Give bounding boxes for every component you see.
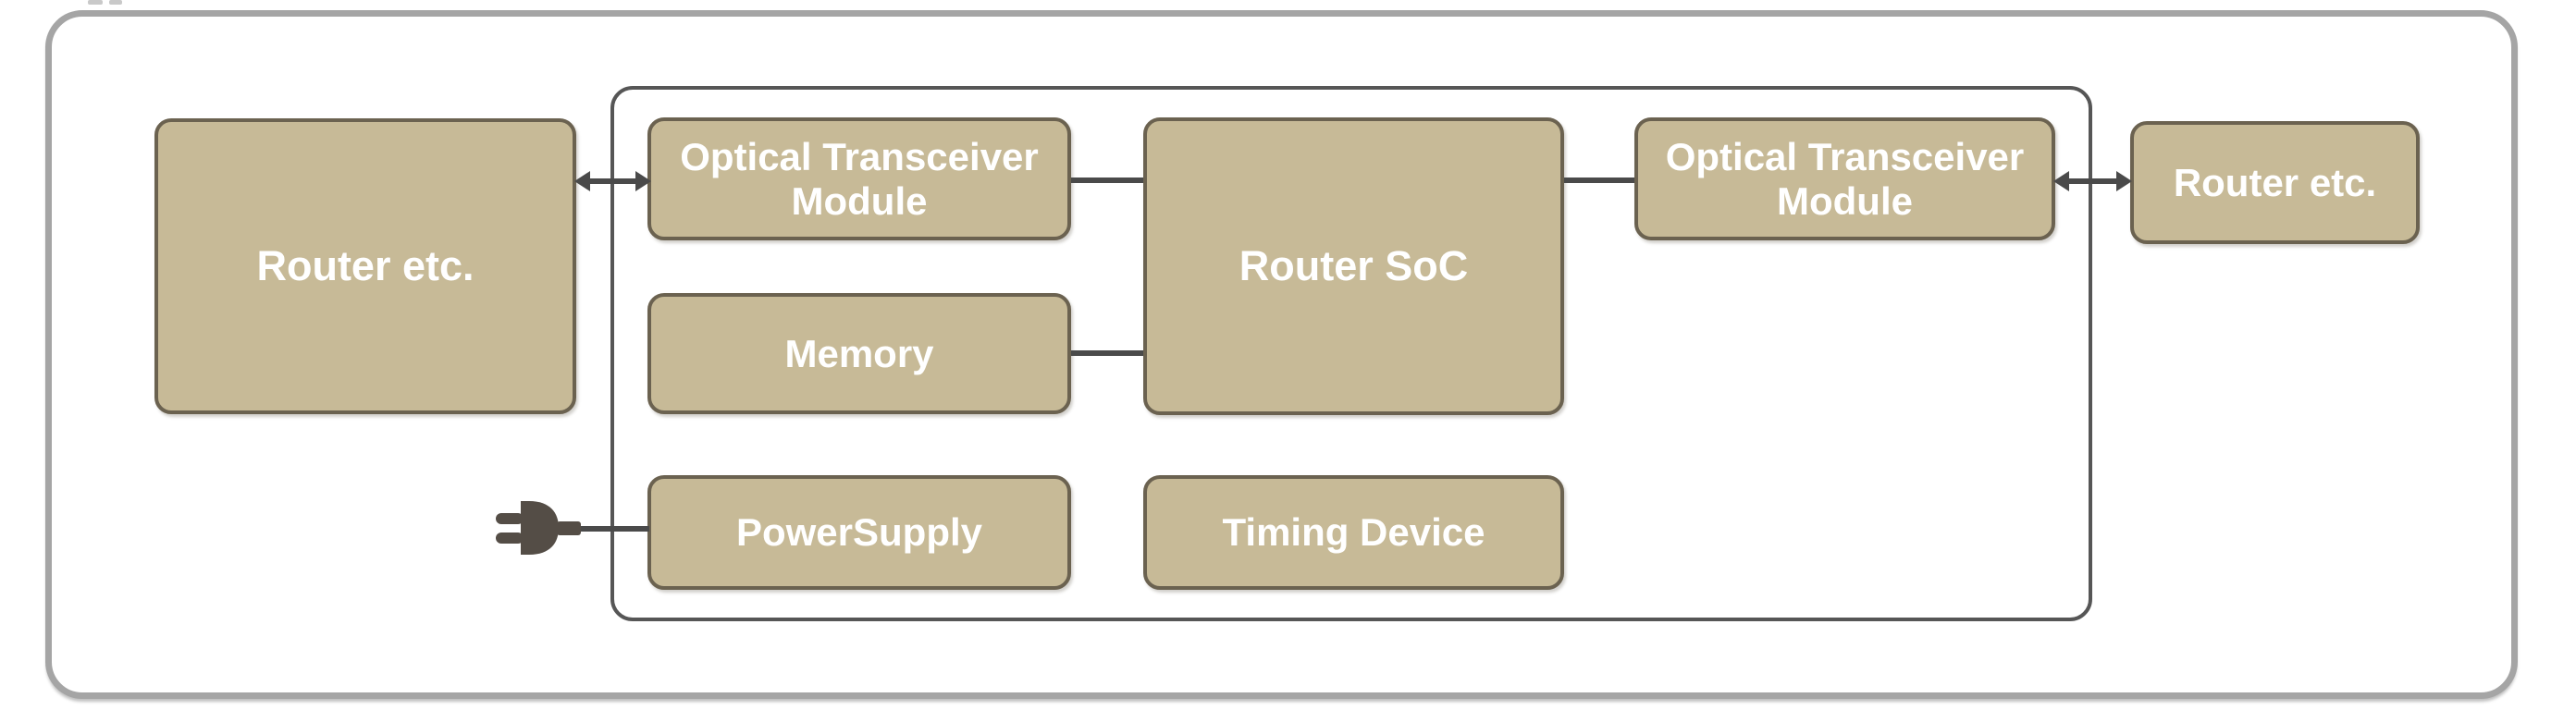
double-arrow-icon [574, 170, 651, 192]
arrowhead-left-icon [2053, 171, 2069, 191]
arrowhead-right-icon [635, 171, 651, 191]
router-unit-container [610, 86, 2092, 621]
arrow-shaft [586, 178, 639, 184]
power-plug-icon [488, 496, 583, 560]
node-label: Router etc. [256, 241, 475, 289]
arrowhead-left-icon [574, 171, 590, 191]
node-label: Router SoC [1239, 241, 1469, 289]
node-router-left: Router etc. [154, 118, 576, 414]
double-arrow-icon [2053, 170, 2132, 192]
node-label: Timing Device [1222, 510, 1485, 555]
node-router-soc: Router SoC [1143, 117, 1564, 415]
node-optical-transceiver-module-left: Optical Transceiver Module [647, 117, 1071, 240]
node-timing-device: Timing Device [1143, 475, 1564, 590]
node-power-supply: PowerSupply [647, 475, 1071, 590]
node-memory: Memory [647, 293, 1071, 414]
arrow-shaft [2065, 178, 2120, 184]
arrowhead-right-icon [2116, 171, 2132, 191]
node-router-right: Router etc. [2130, 121, 2420, 244]
connector-memory-to-soc [1071, 350, 1143, 356]
connector-soc-to-otm-right [1564, 178, 1634, 183]
connector-otm-left-to-soc [1071, 178, 1143, 183]
connector-plug-to-power-supply [579, 526, 649, 532]
node-label: Router etc. [2173, 160, 2377, 204]
node-label: PowerSupply [735, 510, 983, 555]
node-label: Optical Transceiver Module [1665, 135, 2025, 223]
clipped-text-artifact [88, 0, 127, 6]
node-optical-transceiver-module-right: Optical Transceiver Module [1634, 117, 2055, 240]
node-label: Memory [784, 331, 934, 375]
node-label: Optical Transceiver Module [680, 135, 1039, 223]
